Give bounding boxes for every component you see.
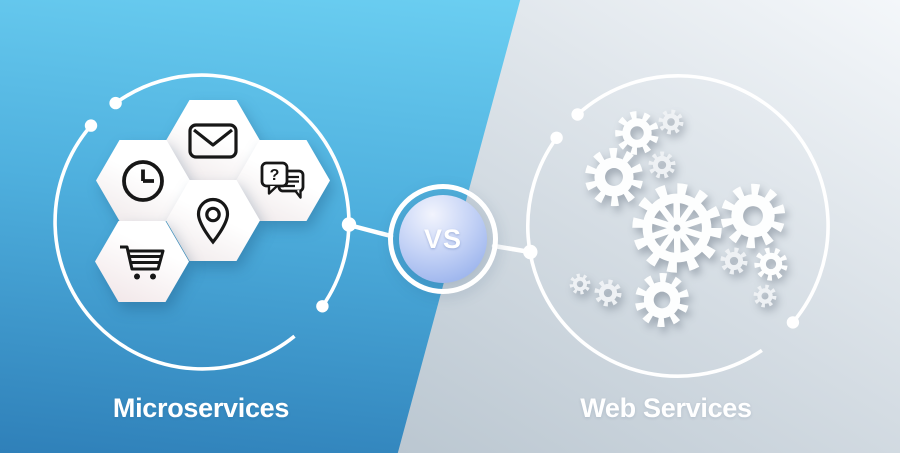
location-pin-icon bbox=[196, 197, 230, 245]
clock-icon bbox=[122, 159, 164, 202]
web-services-label: Web Services bbox=[580, 393, 752, 423]
vs-badge-inner-circle: VS bbox=[399, 195, 487, 283]
vs-badge: VS bbox=[388, 184, 498, 294]
hexagon-location bbox=[166, 180, 260, 261]
shopping-cart-icon bbox=[120, 245, 165, 279]
svg-text:?: ? bbox=[270, 167, 280, 184]
microservices-label: Microservices bbox=[112, 393, 290, 423]
vs-label: VS bbox=[423, 223, 463, 254]
mail-icon bbox=[188, 122, 238, 159]
chat-question-icon: ? bbox=[260, 161, 305, 199]
hexagon-cart bbox=[95, 221, 189, 302]
